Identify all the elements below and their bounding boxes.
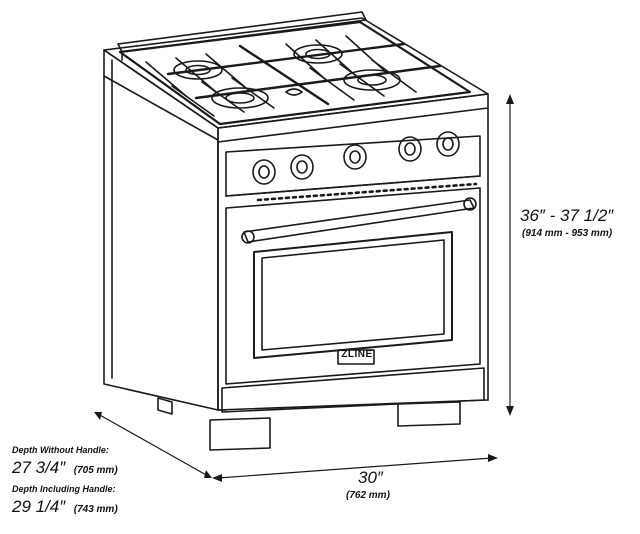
- brand-logo: ZLINE: [341, 349, 373, 360]
- height-imperial-label: 36″ - 37 1/2″: [520, 206, 614, 225]
- cooktop: [103, 17, 489, 143]
- depth-dimension-line: [94, 412, 212, 478]
- depth-without-handle-metric: (705 mm): [73, 465, 118, 476]
- depth-without-handle-values: 27 3/4″ (705 mm): [12, 458, 118, 478]
- depth-including-handle-values: 29 1/4″ (743 mm): [12, 497, 118, 517]
- width-metric-label: (762 mm): [346, 490, 390, 501]
- control-knobs: [252, 131, 460, 185]
- oven-handle: [241, 197, 477, 244]
- depth-including-handle-caption: Depth Including Handle:: [12, 484, 116, 494]
- control-panel: [225, 131, 481, 202]
- depth-without-handle-caption: Depth Without Handle:: [12, 445, 109, 455]
- toe-kick: [209, 367, 485, 451]
- range-side-panel: [103, 49, 219, 415]
- height-dimension-line: [506, 94, 514, 416]
- height-metric-label: (914 mm - 953 mm): [522, 228, 613, 239]
- depth-without-handle-imperial: 27 3/4″: [12, 458, 66, 477]
- depth-including-handle-metric: (743 mm): [73, 504, 118, 515]
- oven-door: [225, 187, 481, 385]
- width-dimension-line: [212, 454, 498, 482]
- depth-including-handle-imperial: 29 1/4″: [12, 497, 66, 516]
- width-imperial-label: 30″: [358, 468, 383, 487]
